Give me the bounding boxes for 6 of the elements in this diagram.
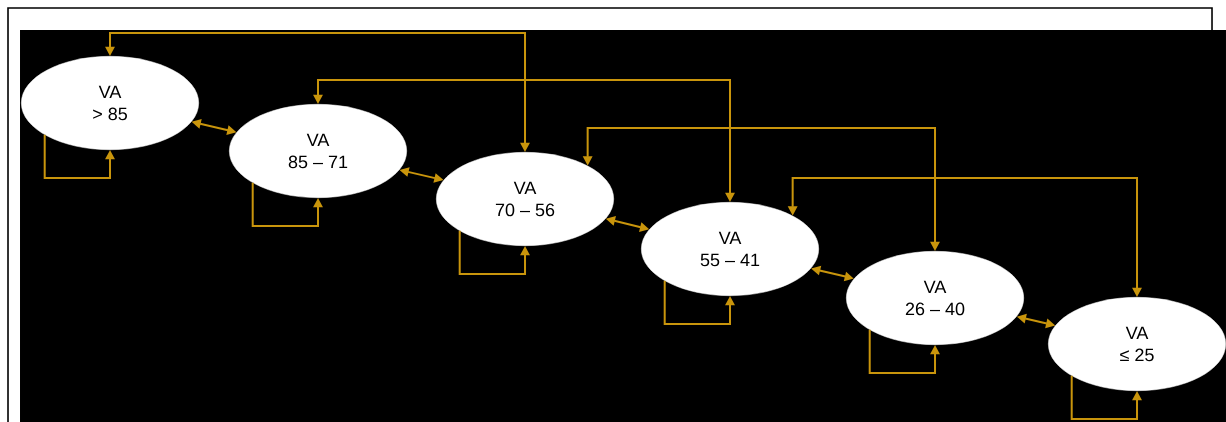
loop-arrow bbox=[251, 181, 323, 227]
loop-arrow bbox=[1070, 374, 1142, 420]
loop-arrow bbox=[458, 229, 530, 275]
loop-arrow bbox=[868, 328, 940, 374]
loop-arrow bbox=[43, 133, 115, 179]
loop-arrow bbox=[663, 279, 735, 325]
